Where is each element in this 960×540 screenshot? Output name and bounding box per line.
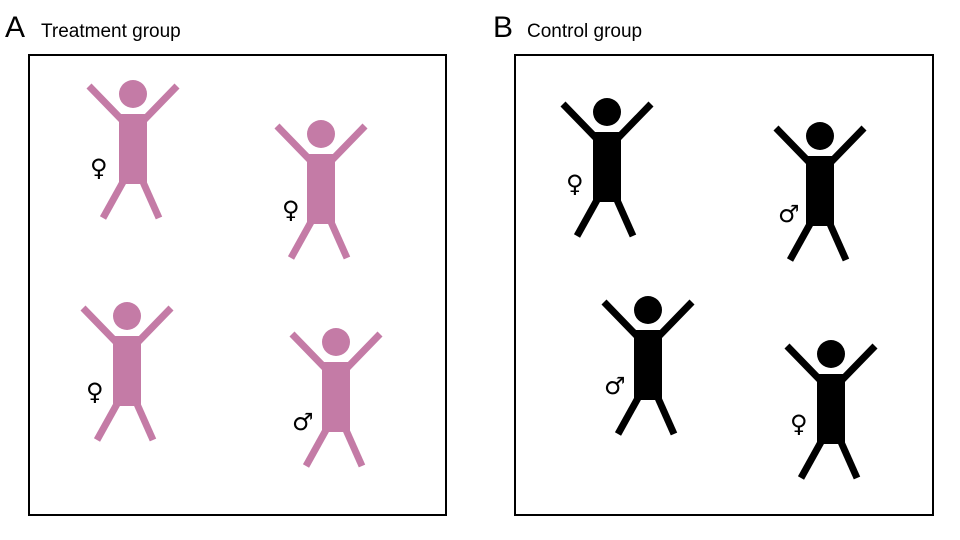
person-icon bbox=[271, 120, 371, 262]
male-symbol: ♂ bbox=[778, 200, 800, 228]
female-symbol: ♀ bbox=[282, 196, 300, 224]
panel-a-letter: A bbox=[5, 11, 26, 44]
person-icon bbox=[83, 80, 183, 222]
person-icon bbox=[77, 302, 177, 444]
male-symbol: ♂ bbox=[604, 372, 626, 400]
person-icon bbox=[598, 296, 698, 438]
male-symbol: ♂ bbox=[292, 408, 314, 436]
person-icon bbox=[770, 122, 870, 264]
panel-b-letter: B bbox=[493, 11, 514, 44]
panel-a-title: Treatment group bbox=[41, 21, 181, 42]
panel-b-title: Control group bbox=[527, 21, 643, 42]
female-symbol: ♀ bbox=[790, 410, 808, 438]
person-icon bbox=[557, 98, 657, 240]
person-icon bbox=[781, 340, 881, 482]
female-symbol: ♀ bbox=[86, 378, 104, 406]
female-symbol: ♀ bbox=[566, 170, 584, 198]
person-icon bbox=[286, 328, 386, 470]
treatment-group-box: ♀ ♀ ♀ ♂ bbox=[28, 54, 447, 516]
female-symbol: ♀ bbox=[90, 154, 108, 182]
control-group-box: ♀ ♂ ♂ ♀ bbox=[514, 54, 934, 516]
